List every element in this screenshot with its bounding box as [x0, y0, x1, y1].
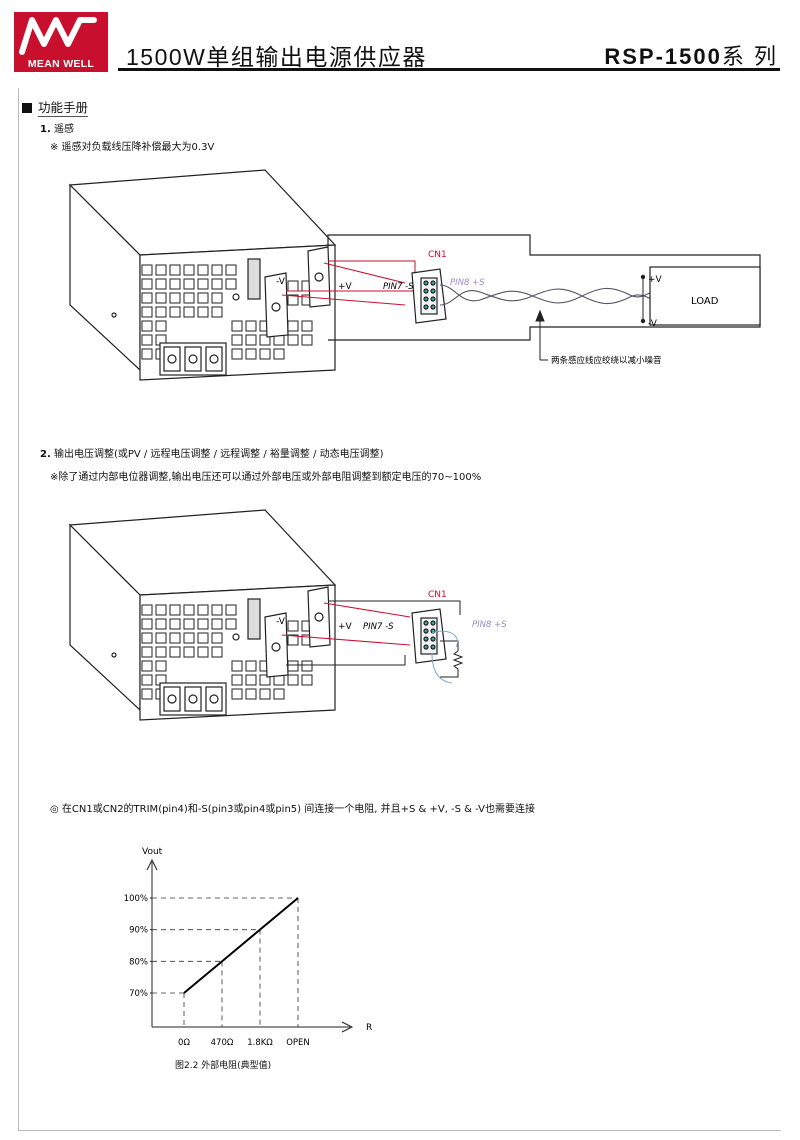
voltage-adjust-diagram: -V +V CN1 PIN7 -S PIN8 +S: [68, 509, 507, 721]
chart-ylabel: Vout: [142, 847, 163, 857]
cn1-label-2: CN1: [428, 590, 447, 600]
psu2-pos-v-label: +V: [338, 622, 353, 632]
meanwell-logo: MEAN WELL: [14, 12, 108, 72]
remote-sense-diagram: -V +V CN1 PIN7 -S PIN8 +S +V -V LOAD: [68, 169, 761, 381]
psu-output-busbars-2: [111, 586, 331, 678]
section-title: 功能手册: [38, 100, 89, 117]
load-box: [649, 266, 761, 326]
chart-y-ticks: 70% 80% 90% 100%: [124, 894, 152, 999]
sense-wires-1: [281, 260, 420, 306]
cn1-connector-2: [411, 608, 447, 664]
psu-vent-grid-2: [141, 604, 313, 700]
cn1-connector-1: [411, 268, 447, 324]
pin7-label-1: PIN7 -S: [383, 282, 414, 292]
load-label: LOAD: [691, 296, 719, 307]
item1-number: 1.: [40, 124, 51, 135]
section-heading: 功能手册: [22, 97, 89, 117]
figure-caption: 图2.2 外部电阻(典型值): [175, 1061, 272, 1071]
y-tick-label-1: 80%: [129, 957, 148, 967]
vout-series-line: [183, 897, 299, 994]
item1-note: ※ 遥感对负载线压降补偿最大为0.3V: [50, 142, 215, 153]
item1-heading-text: 遥感: [53, 124, 74, 135]
logo-mw-mark: [19, 17, 97, 55]
y-tick-label-0: 70%: [129, 989, 148, 999]
logo-text: MEAN WELL: [27, 58, 95, 70]
chart-series: [183, 897, 299, 994]
twist-note: 两条感应线应绞绕以减小噪音: [551, 355, 662, 366]
item1-heading: 1. 遥感: [40, 120, 74, 135]
chart-xlabel: R: [366, 1023, 372, 1033]
x-tick-label-1: 470Ω: [211, 1038, 234, 1048]
document-title: 1500W单组输出电源供应器: [126, 44, 427, 70]
twist-callout: [535, 309, 548, 361]
chart-axes: [146, 858, 354, 1033]
cn1-label-1: CN1: [428, 250, 447, 260]
x-tick-label-3: OPEN: [286, 1038, 310, 1048]
connection-note: ◎ 在CN1或CN2的TRIM(pin4)和-S(pin3或pin4或pin5)…: [50, 804, 536, 815]
model-number: RSP-1500: [604, 44, 722, 69]
header-rule: [118, 68, 780, 71]
square-bullet-icon: [22, 103, 32, 113]
psu-terminal-block-2: [159, 682, 227, 716]
item2-heading: 2. 输出电压调整(或PV / 远程电压调整 / 远程调整 / 裕量调整 / 动…: [40, 445, 384, 460]
item2-heading-text: 输出电压调整(或PV / 远程电压调整 / 远程调整 / 裕量调整 / 动态电压…: [53, 449, 384, 460]
pin7-label-2: PIN7 -S: [363, 622, 394, 632]
psu-output-busbars-1: [111, 246, 331, 338]
chart-guides: [152, 897, 299, 1027]
x-tick-label-0: 0Ω: [178, 1038, 190, 1048]
vout-vs-resistance-chart: 70% 80% 90% 100% 0Ω 470Ω 1.8KΩ OPEN Vout R: [124, 847, 373, 1048]
trim-resistor: [440, 640, 464, 678]
psu1-pos-v-label: +V: [338, 282, 353, 292]
load-pos-label: +V: [648, 275, 663, 285]
item2-number: 2.: [40, 449, 51, 460]
x-tick-label-2: 1.8KΩ: [247, 1038, 273, 1048]
output-rails-1: [327, 234, 761, 341]
item2-note: ※除了通过内部电位器调整,输出电压还可以通过外部电压或外部电阻调整到额定电压的7…: [50, 472, 482, 483]
psu2-neg-v-label: -V: [276, 617, 286, 627]
load-neg-label: -V: [648, 319, 658, 329]
y-tick-label-3: 100%: [124, 894, 148, 904]
logo-background: [14, 12, 108, 72]
y-tick-label-2: 90%: [129, 926, 148, 936]
psu-terminal-block-1: [159, 342, 227, 376]
pin8-label-2: PIN8 +S: [472, 620, 507, 630]
sense-wires-2: [281, 600, 461, 666]
pin8-label-1: PIN8 +S: [450, 278, 485, 288]
series-title: RSP-1500系 列: [604, 39, 778, 71]
model-suffix: 系 列: [721, 44, 778, 69]
chart-x-ticks: 0Ω 470Ω 1.8KΩ OPEN: [178, 1038, 310, 1048]
psu-vent-grid-1: [141, 264, 313, 360]
trim-jumper-loop: [431, 630, 458, 684]
psu1-neg-v-label: -V: [276, 277, 286, 287]
